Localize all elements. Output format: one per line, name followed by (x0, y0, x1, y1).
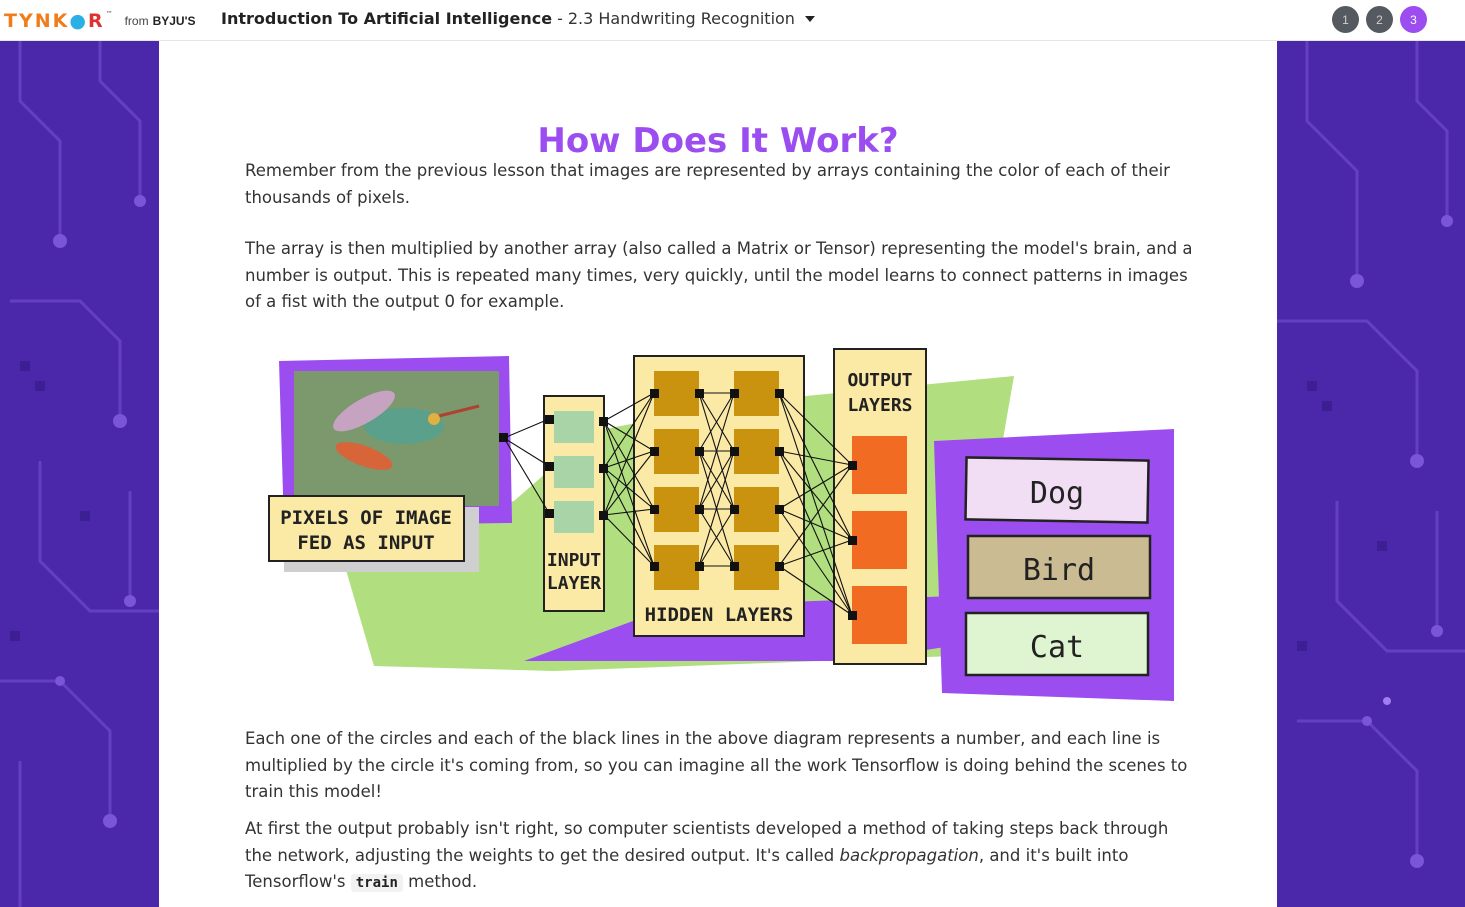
top-bar: TYNK●R ™ from BYJU'S Introduction To Art… (0, 0, 1465, 41)
step-2-button[interactable]: 2 (1366, 6, 1393, 33)
input-caption-line1: PIXELS OF IMAGE (280, 507, 452, 529)
backprop-text-3: method. (402, 872, 478, 892)
backprop-term: backpropagation (839, 845, 979, 865)
neural-network-diagram: PIXELS OF IMAGE FED AS INPUT INPUT LAYER… (254, 341, 1194, 710)
backprop-text-2: , and it's built into Tensorflow's (245, 845, 1129, 892)
lesson-title: 2.3 Handwriting Recognition (567, 9, 795, 28)
page-title: How Does It Work? (537, 121, 899, 161)
paragraph-matrix: The array is then multiplied by another … (245, 239, 1193, 312)
course-title: Introduction To Artificial Intelligence (221, 9, 553, 28)
output-bird: Bird (1023, 553, 1095, 588)
circuit-background-right (1277, 41, 1465, 907)
from-label: from (124, 14, 149, 28)
hummingbird-image (294, 371, 499, 506)
output-dog: Dog (1030, 476, 1084, 511)
step-navigator: 1 2 3 (1332, 6, 1427, 33)
output-layer-line2: LAYERS (847, 395, 912, 416)
hidden-layers-label: HIDDEN LAYERS (645, 604, 794, 626)
backprop-text-1: At first the output probably isn't right… (245, 819, 1169, 865)
train-code: train (350, 874, 403, 893)
output-layer-line1: OUTPUT (847, 370, 912, 391)
partner-logo: BYJU'S (152, 14, 196, 28)
trademark: ™ (105, 10, 113, 18)
lesson-selector[interactable]: Introduction To Artificial Intelligence … (221, 9, 815, 28)
step-1-button[interactable]: 1 (1332, 6, 1359, 33)
output-cat: Cat (1030, 630, 1084, 665)
chevron-down-icon[interactable] (804, 15, 815, 22)
step-3-button[interactable]: 3 (1400, 6, 1427, 33)
circuit-background-left (0, 41, 159, 907)
brand-wordmark: TYNK●R (4, 10, 105, 32)
lesson-content: How Does It Work? Remember from the prev… (159, 41, 1277, 907)
input-layer-line2: LAYER (547, 573, 601, 594)
paragraph-backprop: At first the output probably isn't right… (245, 816, 1195, 897)
paragraph-pixels: Remember from the previous lesson that i… (245, 161, 1170, 207)
paragraph-circles: Each one of the circles and each of the … (245, 729, 1188, 802)
tynker-logo[interactable]: TYNK●R ™ from BYJU'S (4, 6, 195, 36)
input-caption-line2: FED AS INPUT (297, 532, 434, 554)
title-separator: - (557, 9, 563, 28)
input-layer-line1: INPUT (547, 550, 601, 571)
